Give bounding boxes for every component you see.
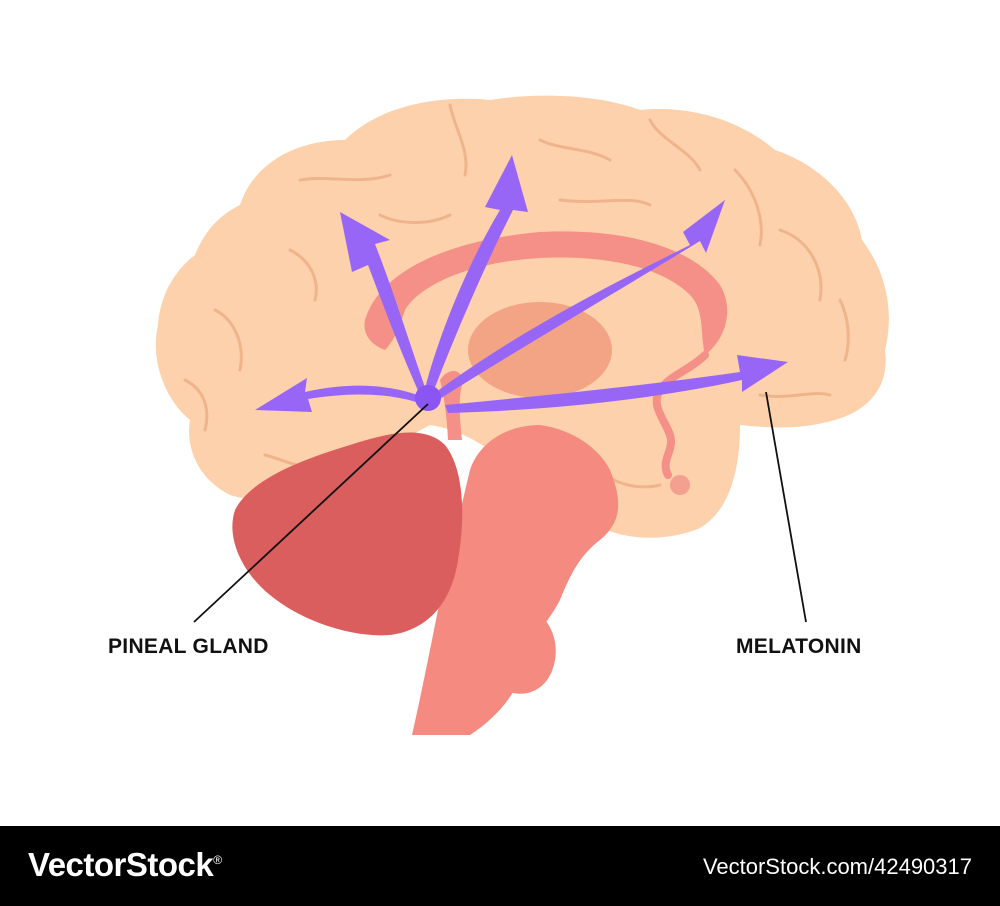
- cerebellum: [232, 432, 463, 636]
- melatonin-arrow-up-right: [432, 200, 725, 400]
- pons: [505, 600, 556, 694]
- brain-diagram: PINEAL GLAND MELATONIN: [108, 95, 889, 735]
- melatonin-label: MELATONIN: [736, 635, 862, 658]
- brain-illustration: [155, 95, 889, 735]
- melatonin-arrow-up: [424, 155, 528, 395]
- pineal-gland-label: PINEAL GLAND: [108, 635, 269, 658]
- brand-name: VectorStock: [28, 846, 214, 883]
- image-id: VectorStock.com/42490317: [702, 854, 972, 879]
- melatonin-arrow-left: [255, 378, 418, 412]
- brainstem: [412, 425, 619, 735]
- melatonin-arrow-up-left: [340, 212, 427, 395]
- melatonin-arrows: [255, 155, 788, 413]
- mammillary-body: [670, 475, 690, 495]
- corpus-callosum: [364, 231, 728, 355]
- registered-mark: ®: [213, 853, 222, 867]
- footer-bar: VectorStock® VectorStock.com/42490317: [0, 826, 1000, 906]
- melatonin-arrow-right: [445, 355, 788, 413]
- thalamus: [468, 302, 612, 398]
- melatonin-leader-line: [765, 391, 807, 623]
- pineal-leader-line: [193, 403, 429, 623]
- pineal-gland: [415, 385, 441, 411]
- vectorstock-logo: VectorStock®: [28, 846, 222, 884]
- fornix: [652, 351, 709, 479]
